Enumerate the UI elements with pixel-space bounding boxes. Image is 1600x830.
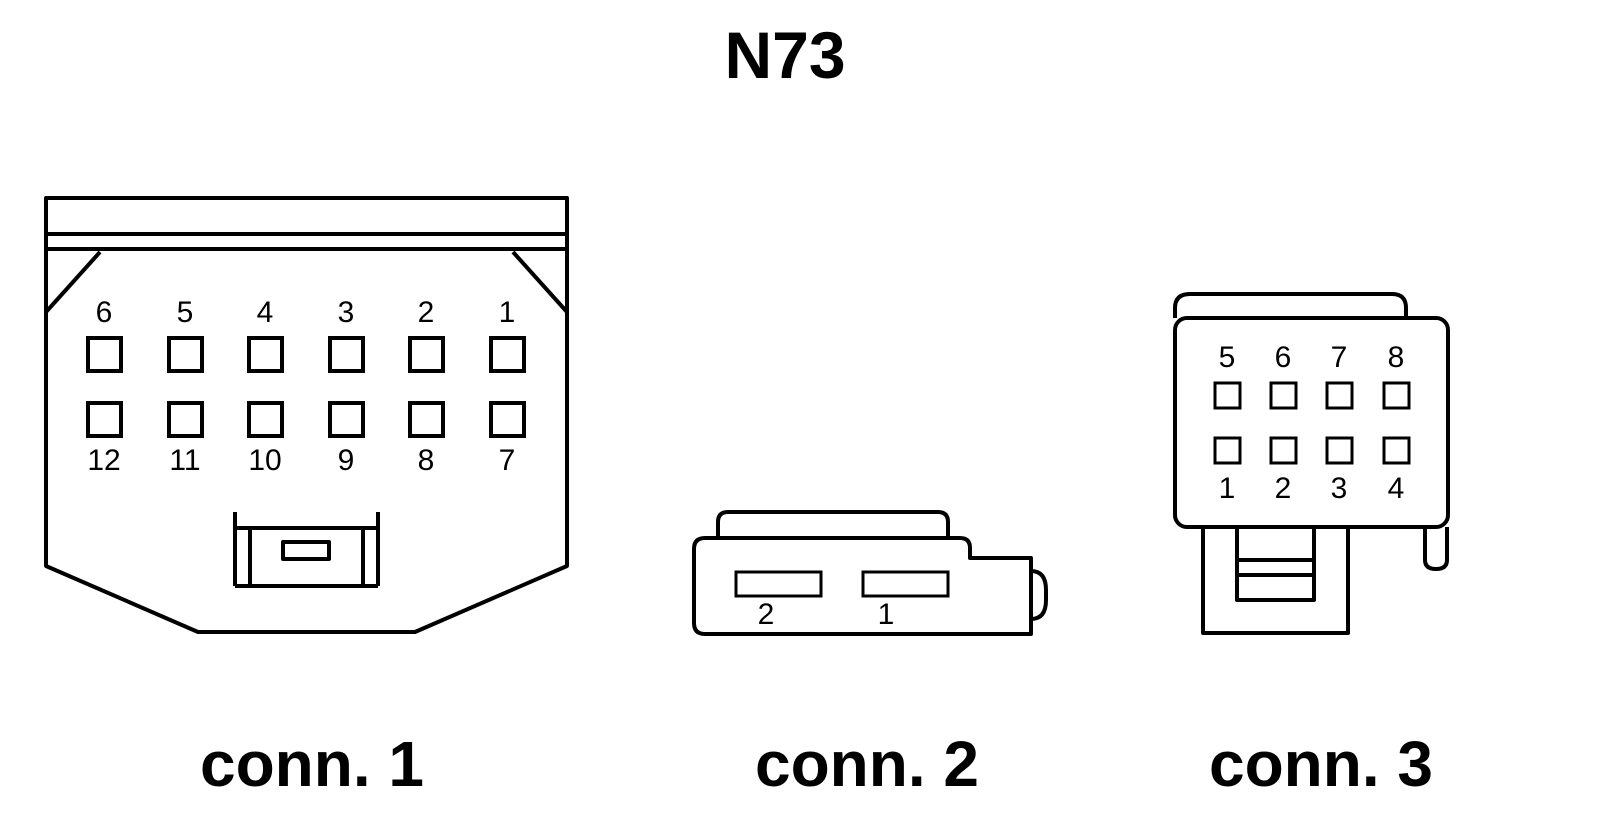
pin-number: 10 — [248, 444, 281, 477]
pin-number: 5 — [177, 296, 194, 329]
pin-number: 8 — [418, 444, 435, 477]
connector-3-caption: conn. 3 — [1209, 728, 1433, 800]
pin-number: 7 — [499, 444, 516, 477]
pin-number: 7 — [1331, 341, 1348, 374]
pin-terminal — [247, 336, 284, 373]
connector-3-housing — [1173, 316, 1450, 529]
connector-3-side-lever — [1423, 527, 1449, 571]
pin-terminal — [734, 570, 823, 598]
pin-terminal — [86, 401, 123, 438]
pin-number: 2 — [418, 296, 435, 329]
pin-terminal — [489, 401, 526, 438]
pin-terminal — [1325, 381, 1354, 410]
connector-1: 6 5 4 3 2 1 12 11 10 9 8 7 — [44, 196, 569, 634]
pin-terminal — [167, 401, 204, 438]
pin-terminal — [408, 401, 445, 438]
connector-3: 5 6 7 8 1 2 3 4 — [1173, 292, 1450, 635]
pin-terminal — [1213, 381, 1242, 410]
connector-3-pins: 5 6 7 8 1 2 3 4 — [1213, 341, 1411, 505]
pin-terminal — [1382, 436, 1411, 465]
pin-number: 2 — [758, 598, 775, 631]
pin-terminal — [1382, 381, 1411, 410]
pin-terminal — [1269, 381, 1298, 410]
pin-number: 4 — [257, 296, 274, 329]
connector-1-pins: 6 5 4 3 2 1 12 11 10 9 8 7 — [86, 296, 526, 477]
pin-terminal — [328, 336, 365, 373]
pin-terminal — [1269, 436, 1298, 465]
pin-terminal — [247, 401, 284, 438]
pin-terminal — [408, 336, 445, 373]
connector-1-latch — [233, 512, 380, 588]
connector-3-latch — [1201, 527, 1350, 635]
pin-number: 8 — [1388, 341, 1405, 374]
pin-terminal — [861, 570, 950, 598]
pin-terminal — [167, 336, 204, 373]
pin-number: 1 — [499, 296, 516, 329]
pin-number: 5 — [1219, 341, 1236, 374]
pin-number: 2 — [1275, 472, 1292, 505]
pin-terminal — [489, 336, 526, 373]
pin-number: 1 — [878, 598, 895, 631]
pin-terminal — [328, 401, 365, 438]
connector-2-side-tab — [1030, 569, 1048, 621]
diagram-title: N73 — [724, 18, 845, 92]
connector-1-housing — [44, 196, 569, 634]
pin-number: 4 — [1388, 472, 1405, 505]
pin-number: 3 — [338, 296, 355, 329]
pin-number: 1 — [1219, 472, 1236, 505]
connector-1-chamfer-right — [511, 250, 569, 314]
pin-number: 9 — [338, 444, 355, 477]
connector-2-caption: conn. 2 — [755, 728, 979, 800]
pin-number: 3 — [1331, 472, 1348, 505]
pin-number: 6 — [96, 296, 113, 329]
connector-3-back-shell — [1173, 292, 1408, 318]
connector-1-chamfer-left — [44, 250, 102, 314]
connector-1-caption: conn. 1 — [200, 728, 424, 800]
pin-number: 6 — [1275, 341, 1292, 374]
pin-terminal — [86, 336, 123, 373]
pin-terminal — [1325, 436, 1354, 465]
pin-number: 11 — [169, 444, 200, 477]
connector-2-housing — [692, 536, 1033, 636]
pin-terminal — [1213, 436, 1242, 465]
connector-2-top-ridge — [716, 510, 950, 538]
pin-number: 12 — [87, 444, 120, 477]
